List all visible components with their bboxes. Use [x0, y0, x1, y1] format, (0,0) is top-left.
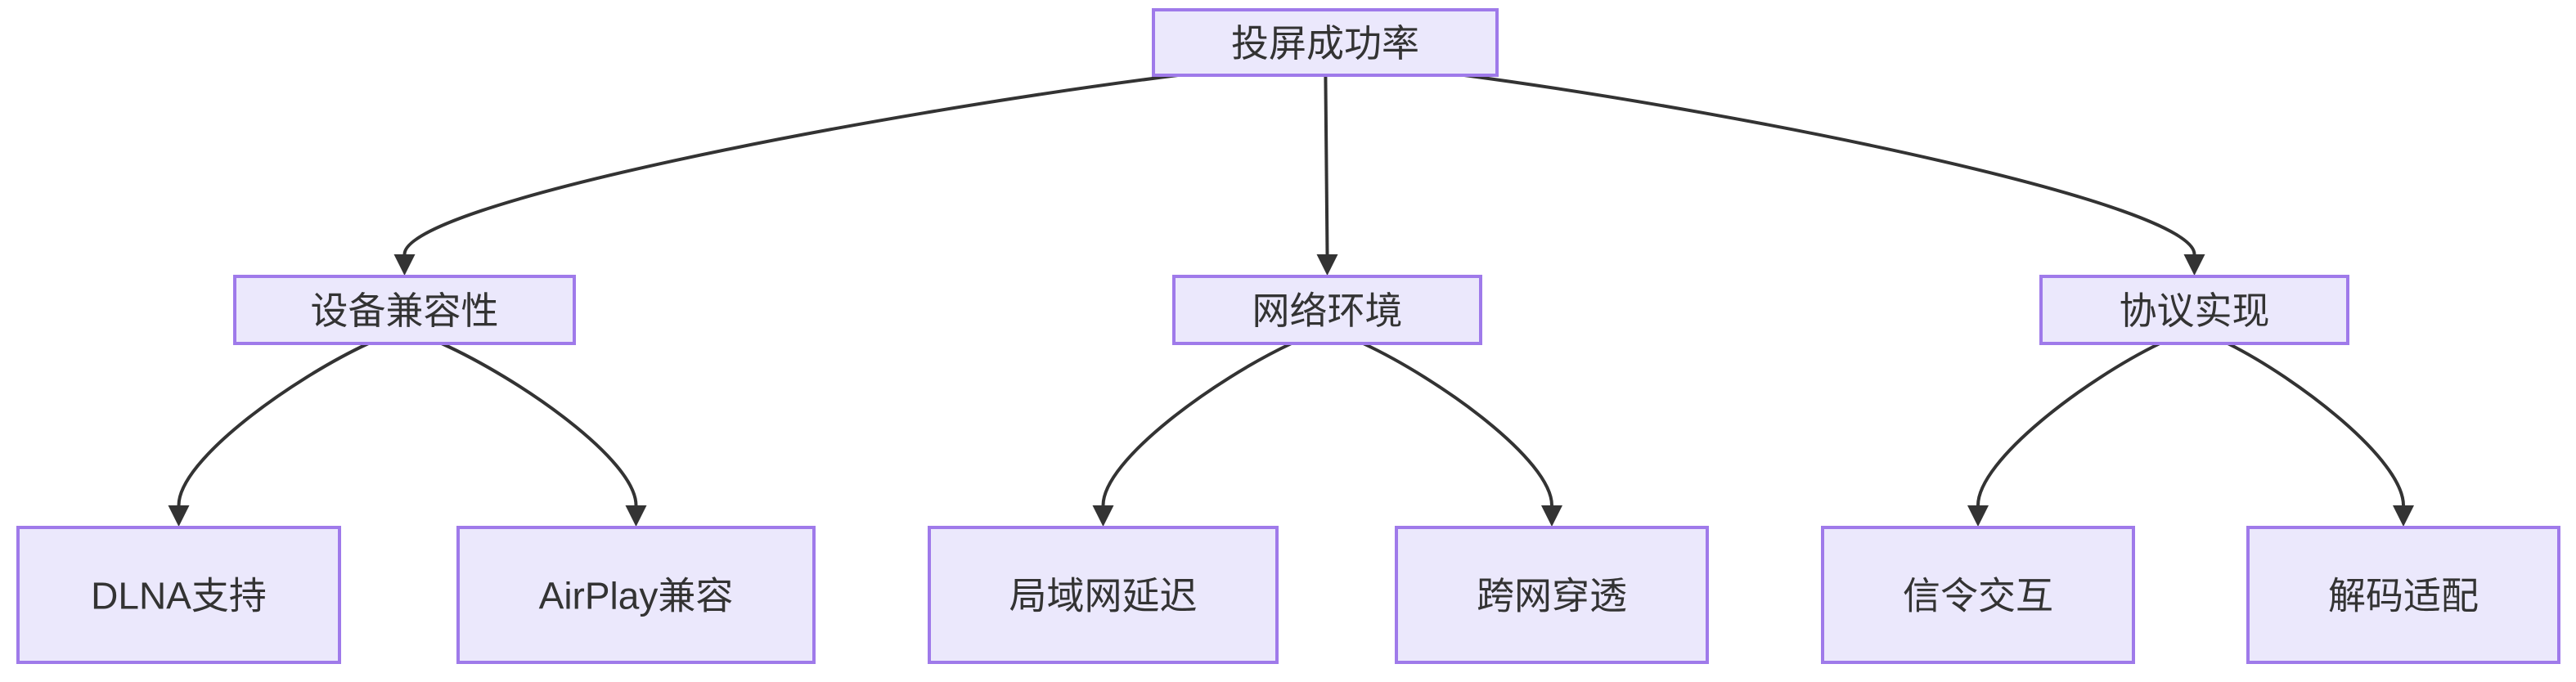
node-box-root[interactable] [1152, 8, 1499, 77]
node-box-dlna[interactable] [16, 526, 341, 664]
edge-root-to-protocol [1463, 74, 2196, 255]
arrowhead-device [393, 254, 416, 276]
edge-root-to-network [1324, 74, 1329, 255]
node-label-device: 设备兼容性 [311, 289, 499, 332]
node-label-lan: 局域网延迟 [1009, 575, 1198, 617]
node-dlna[interactable]: DLNA支持 [16, 526, 341, 664]
arrowhead-airplay [625, 505, 647, 527]
arrowhead-dlna [168, 505, 190, 527]
edge-root-to-device [402, 74, 1179, 255]
node-box-signal[interactable] [1821, 526, 2135, 664]
edge-network-to-nat [1362, 342, 1553, 506]
node-label-nat: 跨网穿透 [1477, 575, 1627, 617]
edge-device-to-dlna [177, 342, 370, 506]
node-label-dlna: DLNA支持 [91, 575, 267, 617]
edge-layer [168, 74, 2414, 527]
edge-network-to-lan [1101, 342, 1292, 506]
node-network[interactable]: 网络环境 [1172, 275, 1482, 345]
node-label-signal: 信令交互 [1903, 575, 2053, 617]
node-nat[interactable]: 跨网穿透 [1395, 526, 1709, 664]
node-label-protocol: 协议实现 [2120, 289, 2270, 332]
edge-device-to-airplay [440, 342, 638, 506]
arrowhead-network [1316, 254, 1338, 276]
node-root[interactable]: 投屏成功率 [1152, 8, 1499, 77]
node-device[interactable]: 设备兼容性 [233, 275, 576, 345]
arrowhead-decode [2393, 505, 2414, 527]
arrowhead-signal [1967, 505, 1989, 527]
node-protocol[interactable]: 协议实现 [2039, 275, 2349, 345]
node-label-root: 投屏成功率 [1231, 22, 1419, 65]
node-lan[interactable]: 局域网延迟 [928, 526, 1279, 664]
arrowhead-protocol [2183, 254, 2205, 276]
node-box-decode[interactable] [2246, 526, 2560, 664]
node-airplay[interactable]: AirPlay兼容 [456, 526, 816, 664]
edge-protocol-to-signal [1976, 342, 2161, 506]
node-box-airplay[interactable] [456, 526, 816, 664]
node-box-lan[interactable] [928, 526, 1279, 664]
node-box-nat[interactable] [1395, 526, 1709, 664]
arrowhead-lan [1092, 505, 1114, 527]
edge-protocol-to-decode [2227, 342, 2405, 506]
node-box-protocol[interactable] [2039, 275, 2349, 345]
node-label-decode: 解码适配 [2328, 575, 2479, 617]
node-box-network[interactable] [1172, 275, 1482, 345]
node-label-network: 网络环境 [1252, 289, 1403, 332]
node-box-device[interactable] [233, 275, 576, 345]
node-decode[interactable]: 解码适配 [2246, 526, 2560, 664]
node-label-airplay: AirPlay兼容 [539, 575, 734, 617]
arrowhead-nat [1541, 505, 1562, 527]
node-signal[interactable]: 信令交互 [1821, 526, 2135, 664]
